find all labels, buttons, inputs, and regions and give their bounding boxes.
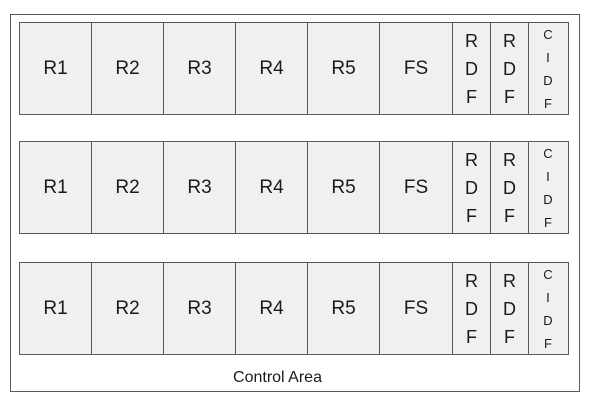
cell-cidf: C I D F bbox=[529, 142, 567, 233]
cell-fs: FS bbox=[380, 263, 453, 354]
cell-r2: R2 bbox=[92, 23, 164, 114]
cell-r5: R5 bbox=[308, 23, 380, 114]
cell-fs: FS bbox=[380, 142, 453, 233]
rack-row-2: R1 R2 R3 R4 R5 FS R D F R D F C I D F bbox=[19, 141, 569, 234]
cell-r3: R3 bbox=[164, 142, 236, 233]
cell-r1: R1 bbox=[20, 142, 92, 233]
cell-r2: R2 bbox=[92, 142, 164, 233]
cell-r1: R1 bbox=[20, 263, 92, 354]
cell-cidf: C I D F bbox=[529, 23, 567, 114]
rack-row-3: R1 R2 R3 R4 R5 FS R D F R D F C I D F bbox=[19, 262, 569, 355]
cell-r5: R5 bbox=[308, 142, 380, 233]
cell-r4: R4 bbox=[236, 23, 308, 114]
cell-cidf: C I D F bbox=[529, 263, 567, 354]
cell-rdf-2: R D F bbox=[491, 263, 529, 354]
rack-row-1: R1 R2 R3 R4 R5 FS R D F R D F C I D F bbox=[19, 22, 569, 115]
cell-r5: R5 bbox=[308, 263, 380, 354]
cell-rdf-2: R D F bbox=[491, 142, 529, 233]
cell-r4: R4 bbox=[236, 263, 308, 354]
cell-r1: R1 bbox=[20, 23, 92, 114]
cell-r3: R3 bbox=[164, 23, 236, 114]
cell-rdf-1: R D F bbox=[453, 23, 491, 114]
control-area-label: Control Area bbox=[233, 369, 322, 386]
cell-rdf-1: R D F bbox=[453, 263, 491, 354]
cell-rdf-2: R D F bbox=[491, 23, 529, 114]
cell-r3: R3 bbox=[164, 263, 236, 354]
cell-fs: FS bbox=[380, 23, 453, 114]
cell-r2: R2 bbox=[92, 263, 164, 354]
cell-r4: R4 bbox=[236, 142, 308, 233]
cell-rdf-1: R D F bbox=[453, 142, 491, 233]
